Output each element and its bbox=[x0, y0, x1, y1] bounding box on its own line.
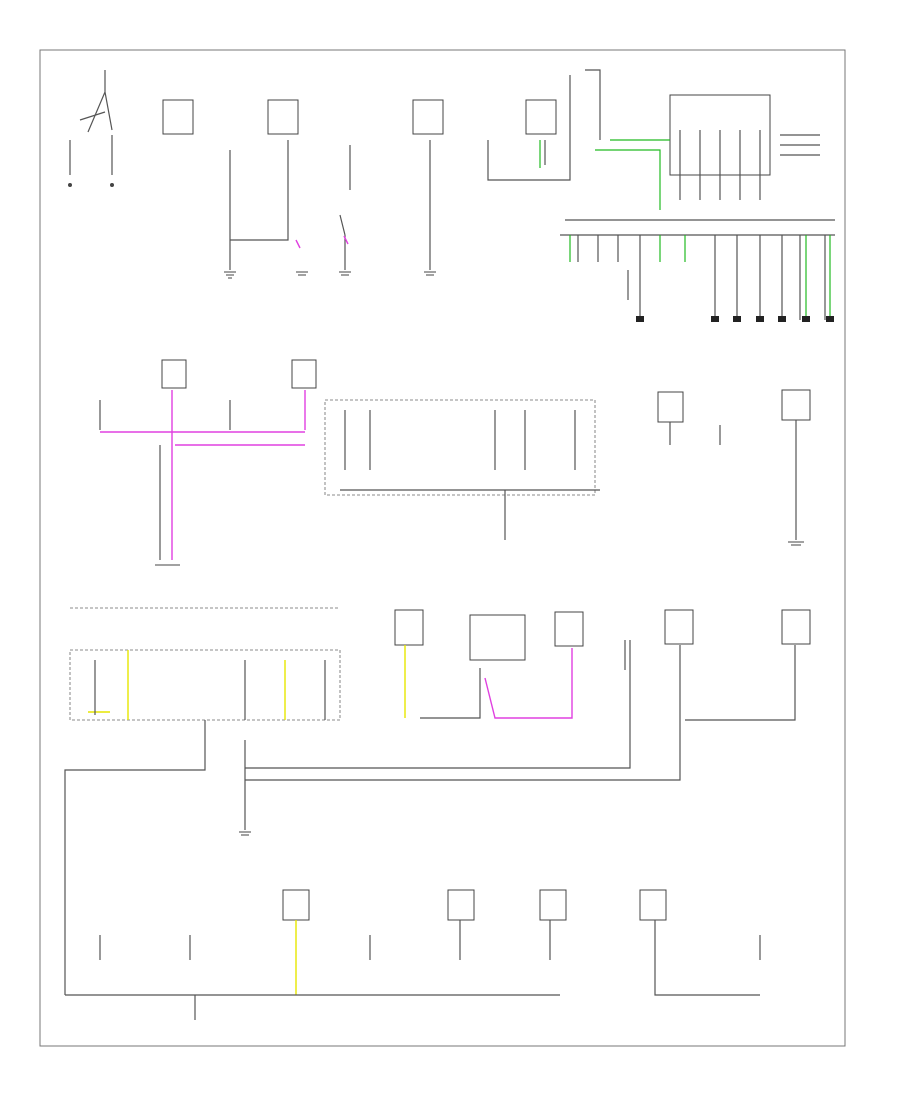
top-row bbox=[68, 69, 835, 322]
module-box bbox=[162, 99, 194, 135]
headlamp-assembly-right bbox=[324, 399, 596, 496]
sensor-box bbox=[291, 359, 317, 389]
diagram-border bbox=[39, 49, 846, 1047]
sensor-box bbox=[161, 359, 187, 389]
lower-middle-row bbox=[64, 607, 811, 995]
module-box bbox=[525, 99, 557, 135]
headlamp-assembly-left bbox=[69, 649, 341, 721]
middle-row bbox=[99, 359, 811, 566]
module-box bbox=[412, 99, 444, 135]
module-box bbox=[267, 99, 299, 135]
bottom-row bbox=[65, 889, 761, 1020]
